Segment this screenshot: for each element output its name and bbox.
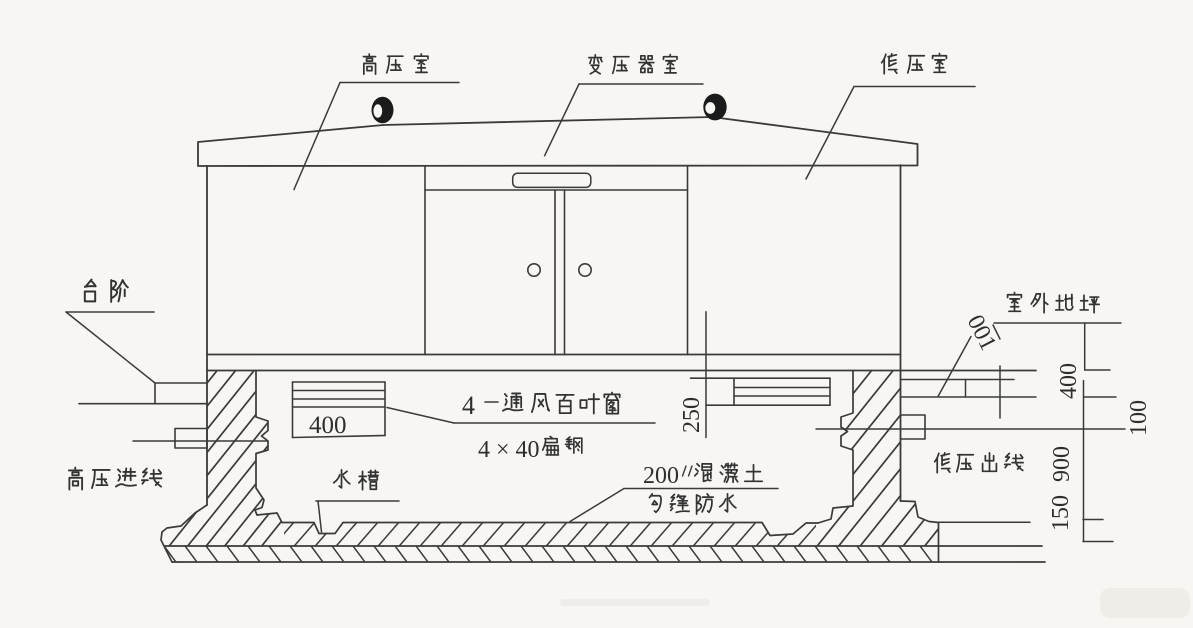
- svg-text:4: 4: [462, 391, 475, 420]
- svg-text:100: 100: [1126, 400, 1152, 436]
- svg-text:4 × 40: 4 × 40: [478, 437, 540, 463]
- svg-text:400: 400: [1056, 363, 1082, 399]
- svg-text:900: 900: [1049, 446, 1075, 482]
- svg-text:400: 400: [309, 412, 347, 439]
- svg-text:250: 250: [679, 397, 705, 433]
- svg-text:200: 200: [643, 463, 679, 489]
- svg-text:150: 150: [1048, 495, 1074, 531]
